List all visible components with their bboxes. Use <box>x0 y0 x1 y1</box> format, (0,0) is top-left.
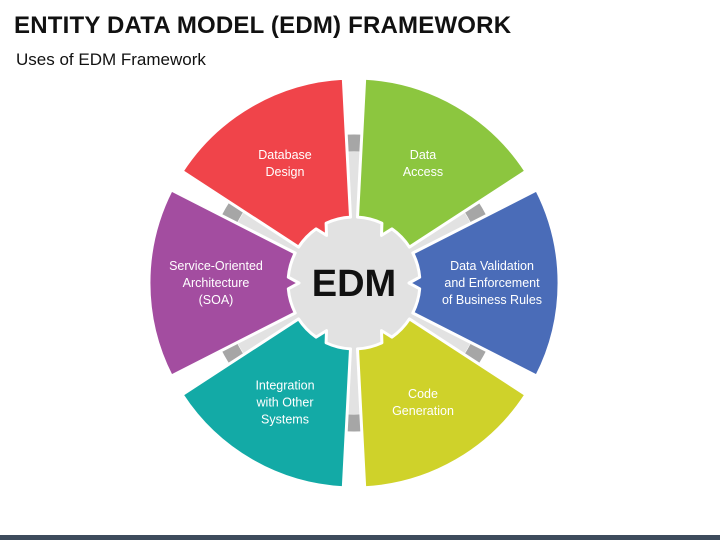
segment-5-label-line: Systems <box>261 413 309 427</box>
segment-6-label-line: Service-Oriented <box>169 259 263 273</box>
segment-6-label-line: (SOA) <box>199 293 234 307</box>
segment-5-label-line: with Other <box>256 396 314 410</box>
segment-1 <box>180 76 352 249</box>
segment-2-label-line: Access <box>403 165 443 179</box>
page-title: ENTITY DATA MODEL (EDM) FRAMEWORK <box>14 12 512 39</box>
segment-3-label-line: Data Validation <box>450 259 534 273</box>
segment-2-label-line: Data <box>410 148 436 162</box>
segment-5 <box>180 317 352 490</box>
segment-5-label-line: Integration <box>255 379 314 393</box>
segment-2 <box>356 76 528 249</box>
segment-4 <box>356 317 528 490</box>
segment-6-label-line: Architecture <box>183 276 250 290</box>
segment-1-label-line: Database <box>258 148 312 162</box>
segment-1-label-line: Design <box>266 165 305 179</box>
segment-6 <box>147 188 301 378</box>
segment-3 <box>407 188 561 378</box>
segment-4-label-line: Generation <box>392 404 454 418</box>
segment-4-label-line: Code <box>408 387 438 401</box>
page-subtitle: Uses of EDM Framework <box>16 50 206 69</box>
segment-3-label-line: and Enforcement <box>444 276 540 290</box>
segment-3-label-line: of Business Rules <box>442 293 542 307</box>
center-label: EDM <box>312 263 396 305</box>
footer-bar <box>0 535 720 540</box>
